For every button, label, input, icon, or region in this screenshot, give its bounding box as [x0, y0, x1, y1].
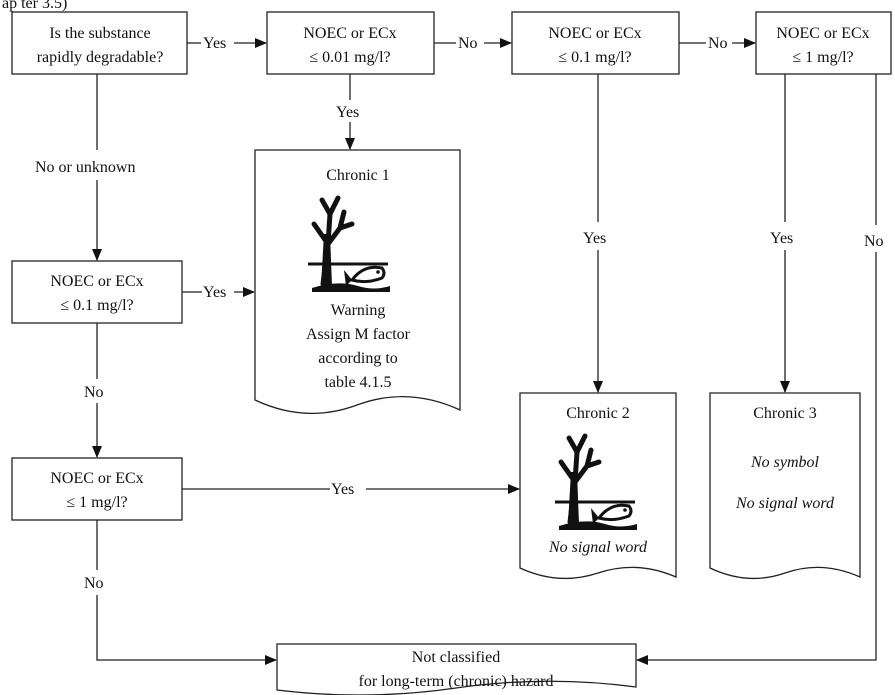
- node-noec-01-top: NOEC or ECx ≤ 0.1 mg/l?: [511, 11, 680, 75]
- chronic-1-line-3: according to: [318, 350, 398, 367]
- chronic-1-line-4: table 4.1.5: [324, 374, 391, 391]
- node-noec-01-left-line2: ≤ 0.1 mg/l?: [60, 297, 133, 314]
- edge-q1left-to-notclassified-b: [96, 595, 277, 665]
- outcome-chronic-2: Chronic 2 No signal word: [519, 392, 677, 580]
- chronic-2-signal: No signal word: [548, 539, 648, 556]
- node-noec-1-top-line1: NOEC or ECx: [776, 25, 869, 42]
- chronic-3-signal: No signal word: [735, 495, 835, 512]
- edge-label-no-5: No: [864, 233, 884, 250]
- node-noec-01-top-line1: NOEC or ECx: [548, 25, 641, 42]
- chronic-2-title: Chronic 2: [566, 405, 630, 422]
- chronic-1-line-1: Warning: [331, 302, 386, 319]
- node-noec-1-top-line2: ≤ 1 mg/l?: [792, 49, 853, 66]
- node-rapidly-degradable-line1: Is the substance: [49, 25, 150, 42]
- node-noec-01-left: NOEC or ECx ≤ 0.1 mg/l?: [11, 260, 183, 324]
- node-rapidly-degradable: Is the substance rapidly degradable?: [11, 11, 188, 75]
- outcome-not-classified: Not classified for long-term (chronic) h…: [276, 643, 637, 695]
- chronic-3-symbol: No symbol: [750, 454, 820, 471]
- not-classified-line1: Not classified: [412, 649, 500, 666]
- node-rapidly-degradable-line2: rapidly degradable?: [37, 49, 164, 66]
- edge-label-yes-6: Yes: [770, 230, 793, 247]
- edge-label-no-1: No: [458, 35, 478, 52]
- node-noec-1-left: NOEC or ECx ≤ 1 mg/l?: [11, 457, 183, 521]
- node-noec-01-top-line2: ≤ 0.1 mg/l?: [558, 49, 631, 66]
- node-noec-1-left-line2: ≤ 1 mg/l?: [66, 494, 127, 511]
- edge-label-yes-3: Yes: [203, 284, 226, 301]
- edge-label-yes-2: Yes: [336, 104, 359, 121]
- edge-label-no-3: No: [84, 384, 104, 401]
- edge-label-yes-5: Yes: [583, 230, 606, 247]
- not-classified-line2: for long-term (chronic) hazard: [358, 673, 553, 690]
- chronic-3-title: Chronic 3: [753, 405, 817, 422]
- header-fragment: ap ter 3.5): [2, 0, 67, 12]
- node-noec-1-top: NOEC or ECx ≤ 1 mg/l?: [755, 11, 892, 75]
- outcome-chronic-3: Chronic 3 No symbol No signal word: [709, 392, 861, 580]
- node-noec-001-line2: ≤ 0.01 mg/l?: [309, 49, 390, 66]
- outcome-chronic-1: Chronic 1 Warning Assign M factor accord…: [254, 149, 461, 415]
- chronic-1-line-2: Assign M factor: [306, 326, 411, 343]
- edge-q1top-to-notclassified-b: [636, 252, 877, 665]
- node-noec-001-line1: NOEC or ECx: [303, 25, 396, 42]
- node-noec-001: NOEC or ECx ≤ 0.01 mg/l?: [266, 11, 435, 75]
- edge-label-no-4: No: [84, 575, 104, 592]
- edge-label-no-or-unknown: No or unknown: [35, 159, 135, 176]
- node-noec-1-left-line1: NOEC or ECx: [50, 470, 143, 487]
- chronic-1-title: Chronic 1: [326, 167, 390, 184]
- edge-label-no-2: No: [708, 35, 728, 52]
- node-noec-01-left-line1: NOEC or ECx: [50, 273, 143, 290]
- edge-label-yes-1: Yes: [203, 35, 226, 52]
- edge-label-yes-4: Yes: [331, 481, 354, 498]
